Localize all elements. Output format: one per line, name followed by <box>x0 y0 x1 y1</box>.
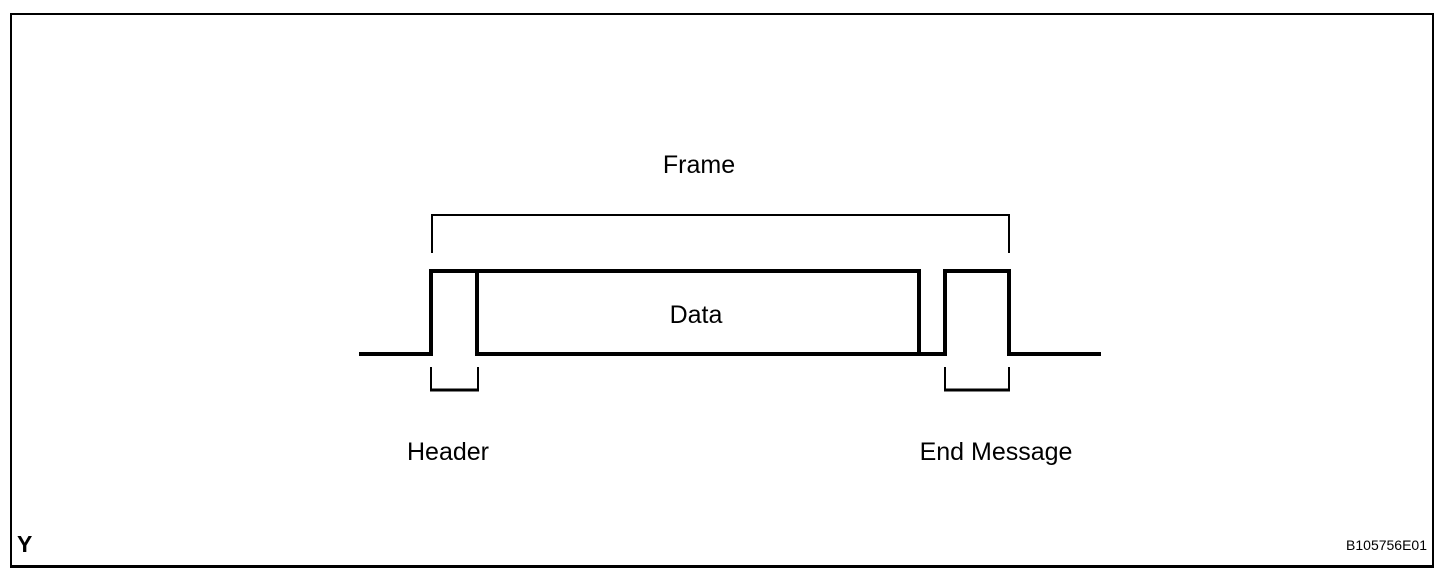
header-label: Header <box>407 438 489 466</box>
signal-waveform <box>359 269 1101 356</box>
header-extent-bracket <box>430 367 479 391</box>
data-label: Data <box>669 301 723 329</box>
figure-code: B105756E01 <box>1346 537 1427 553</box>
frame-label: Frame <box>662 151 736 179</box>
end-message-label: End Message <box>919 438 1073 466</box>
frame-extent-bracket <box>431 214 1010 253</box>
end-message-extent-bracket <box>944 367 1010 391</box>
corner-mark: Y <box>17 531 33 557</box>
figure-border <box>10 13 1434 568</box>
